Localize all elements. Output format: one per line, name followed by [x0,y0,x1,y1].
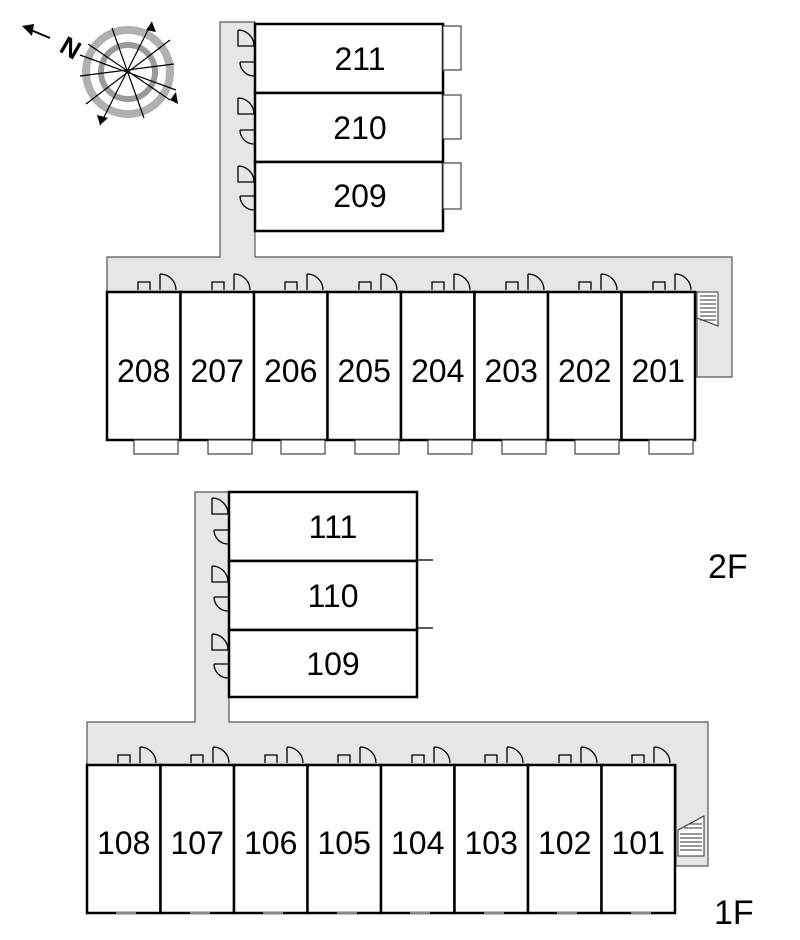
room-102: 102 [538,825,591,861]
side-units-1f [211,490,433,699]
compass-north-label: N [55,30,86,65]
room-208: 208 [117,353,170,389]
room-111: 111 [309,509,358,545]
room-202: 202 [558,353,611,389]
room-109: 109 [306,646,359,682]
room-101: 101 [612,825,665,861]
room-206: 206 [264,353,317,389]
floor-1f: 111 110 109 [85,490,754,932]
row-units-2f [105,273,719,455]
room-201: 201 [632,353,685,389]
room-110: 110 [307,578,358,614]
stairs-2f [696,291,719,327]
room-203: 203 [485,353,538,389]
room-207: 207 [191,353,244,389]
room-106: 106 [244,825,297,861]
room-205: 205 [338,353,391,389]
row-units-1f [85,746,705,915]
room-204: 204 [411,353,464,389]
compass-rose-icon: N [22,21,178,126]
side-units-2f [237,22,462,233]
room-211: 211 [334,41,385,77]
stairs-1f [677,815,705,857]
room-209: 209 [333,178,386,214]
floor-2f: 211 210 209 [105,21,748,586]
room-103: 103 [465,825,518,861]
room-210: 210 [333,110,386,146]
room-107: 107 [171,825,224,861]
floor-label-2f: 2F [708,548,748,586]
room-105: 105 [318,825,371,861]
room-108: 108 [97,825,150,861]
room-104: 104 [391,825,444,861]
floor-label-1f: 1F [714,894,754,932]
